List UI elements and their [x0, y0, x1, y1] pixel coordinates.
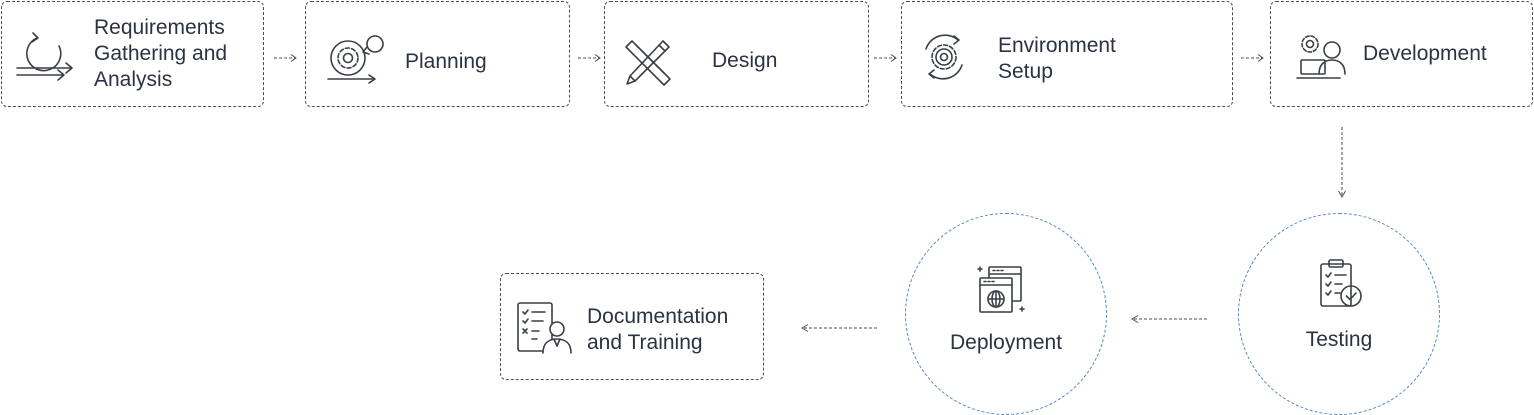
- flow-arrow: [1241, 54, 1264, 62]
- gear-refresh-icon: [918, 31, 970, 83]
- flow-arrow: [801, 324, 877, 332]
- step-label: Documentation and Training: [587, 305, 729, 354]
- web-windows-icon: [977, 265, 1027, 317]
- checklist-person-icon: [516, 301, 572, 355]
- flow-arrow: [274, 54, 297, 62]
- step-label: Requirements Gathering and Analysis: [94, 16, 228, 91]
- step-requirements: Requirements Gathering and Analysis: [1, 1, 264, 107]
- flow-arrow: [578, 54, 601, 62]
- step-label: Deployment: [949, 331, 1063, 354]
- clipboard-check-icon: [1318, 259, 1364, 311]
- step-label: Testing: [1305, 328, 1373, 351]
- step-development: Development: [1270, 1, 1533, 107]
- step-label: Environment Setup: [998, 34, 1116, 83]
- pencil-ruler-icon: [621, 36, 675, 90]
- step-documentation-training: Documentation and Training: [500, 273, 764, 380]
- step-planning: Planning: [305, 1, 570, 107]
- flow-arrow: [1131, 315, 1207, 323]
- step-label: Planning: [405, 50, 487, 73]
- flow-arrow: [874, 54, 897, 62]
- agile-cycle-icon: [15, 28, 77, 82]
- developer-laptop-icon: [1296, 32, 1350, 84]
- flow-arrow: [1338, 127, 1346, 198]
- gear-cycle-icon: [322, 32, 386, 86]
- step-design: Design: [604, 1, 869, 107]
- step-deployment: Deployment: [905, 213, 1107, 415]
- step-testing: Testing: [1238, 213, 1440, 415]
- step-label: Development: [1363, 42, 1487, 65]
- step-environment-setup: Environment Setup: [901, 1, 1233, 107]
- step-label: Design: [712, 49, 778, 72]
